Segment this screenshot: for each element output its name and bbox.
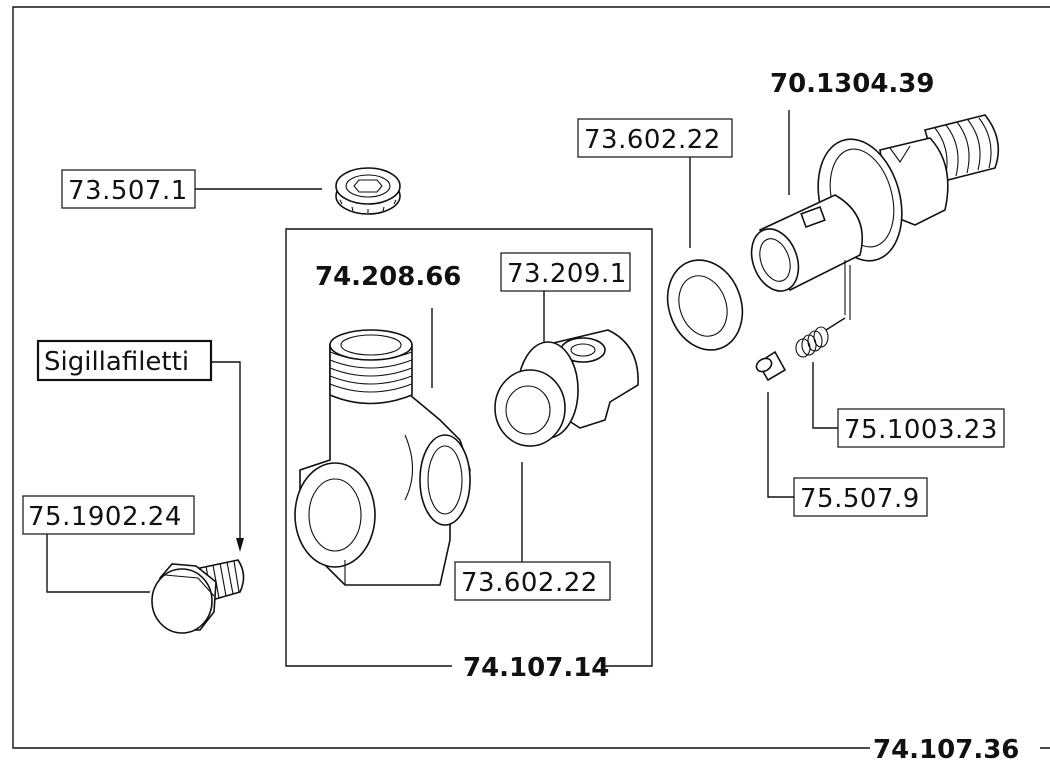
cap-code-label: 73.507.1 bbox=[68, 176, 188, 206]
assembly-code-label: 74.107.36 bbox=[873, 735, 1019, 763]
sealant-label: Sigillafiletti bbox=[44, 347, 189, 377]
outer-frame bbox=[12, 6, 1050, 749]
pin-part bbox=[755, 350, 787, 382]
group-frame bbox=[285, 228, 653, 667]
seal-upper-code-label: 73.602.22 bbox=[584, 125, 721, 155]
valve-part bbox=[494, 329, 639, 447]
pin-code-box bbox=[793, 477, 928, 517]
seal-upper-code-box bbox=[577, 118, 733, 158]
seal-lower-code-label: 73.602.22 bbox=[461, 568, 598, 598]
seal-lower-code-box bbox=[454, 561, 611, 601]
valve-code-box bbox=[500, 252, 631, 292]
plug-part bbox=[151, 559, 245, 634]
pin-code-label: 75.507.9 bbox=[800, 484, 920, 514]
elbow-part bbox=[294, 329, 471, 586]
group-code-label: 74.107.14 bbox=[463, 653, 609, 683]
plug-code-label: 75.1902.24 bbox=[28, 502, 182, 532]
spring-code-box bbox=[837, 408, 1005, 448]
sealant-box bbox=[36, 339, 213, 382]
nozzle-code-label: 70.1304.39 bbox=[770, 69, 934, 99]
elbow-code-label: 74.208.66 bbox=[315, 262, 461, 292]
spring-code-label: 75.1003.23 bbox=[844, 415, 998, 445]
plug-code-box bbox=[22, 495, 195, 535]
cap-part bbox=[335, 167, 401, 215]
nozzle-part bbox=[750, 114, 1000, 320]
spring-part bbox=[795, 326, 829, 358]
seal-upper-part bbox=[666, 259, 744, 351]
valve-code-label: 73.209.1 bbox=[507, 259, 627, 289]
